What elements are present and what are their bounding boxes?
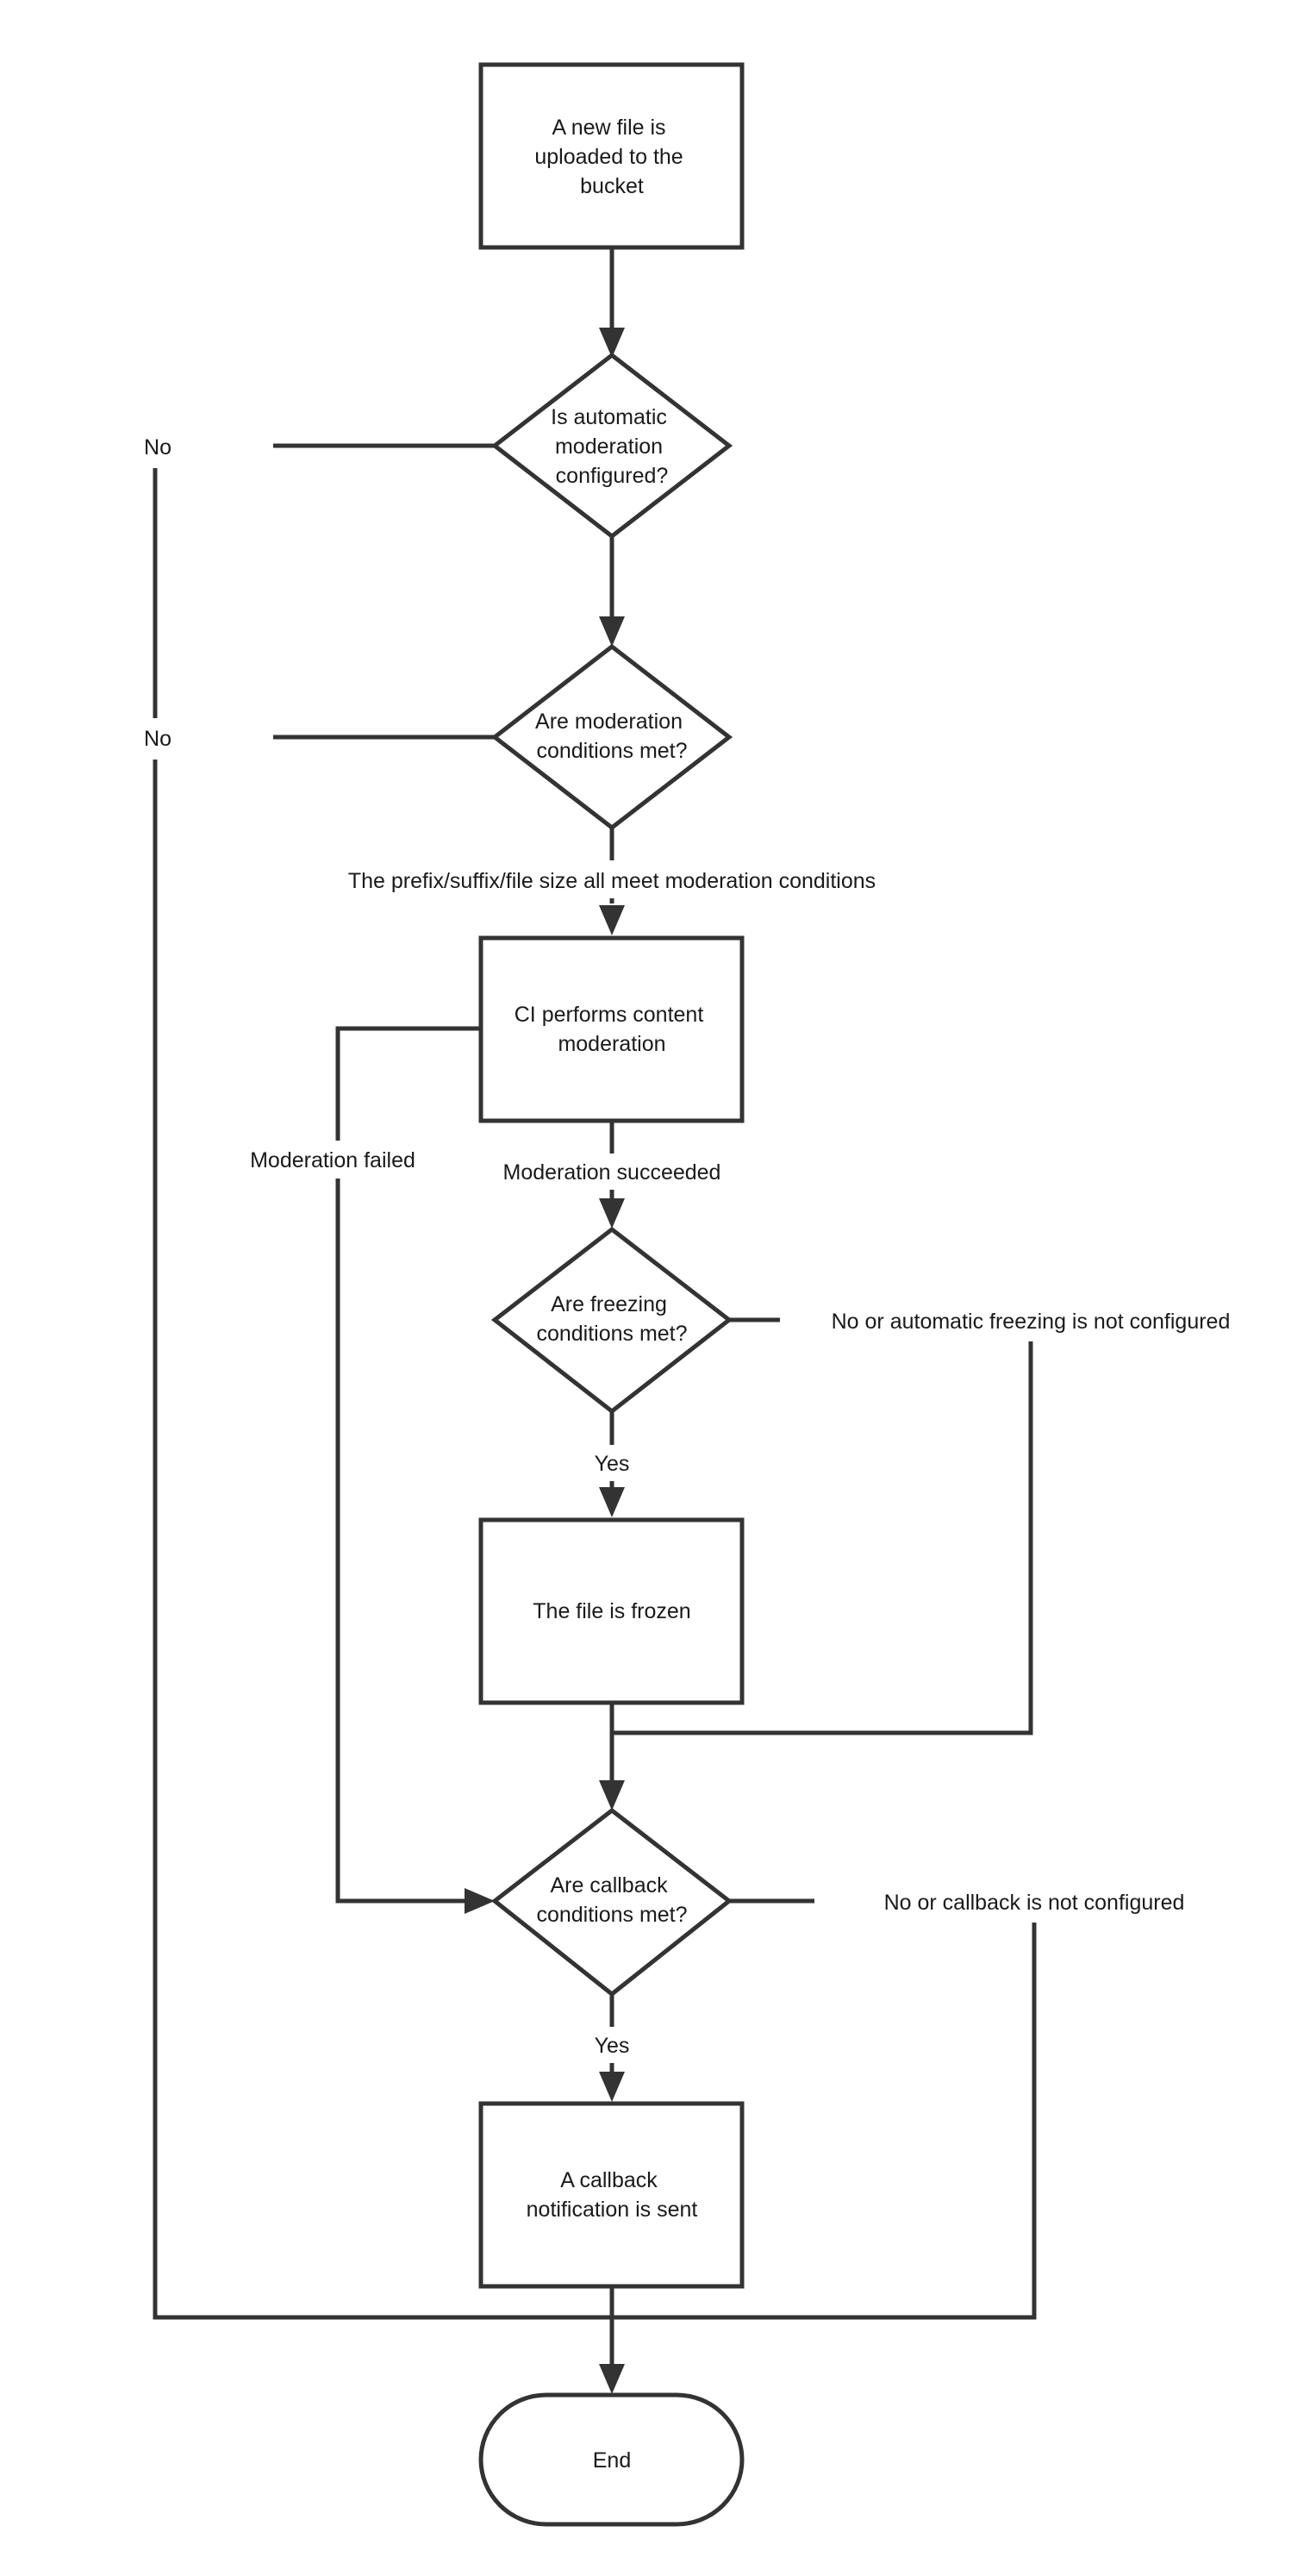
node-ci-moderation: CI performs content moderation xyxy=(478,935,745,1123)
node-label: Is automatic moderation configured? xyxy=(551,405,673,488)
decision-diamond xyxy=(490,643,733,831)
terminator-shape xyxy=(478,2392,745,2527)
arrowhead-ci xyxy=(599,905,625,935)
label-conditions-yes: The prefix/suffix/file size all meet mod… xyxy=(348,869,876,893)
node-label: Are callback conditions met? xyxy=(536,1873,687,1927)
edge-labels: No No The prefix/suffix/file size all me… xyxy=(122,427,1284,2063)
decision-diamond xyxy=(490,1226,733,1415)
label-moderation-succeeded: Moderation succeeded xyxy=(503,1160,721,1185)
node-upload: A new file is uploaded to the bucket xyxy=(478,62,745,250)
label-callback-yes: Yes xyxy=(595,2034,630,2058)
node-conditions-met: Are moderation conditions met? xyxy=(490,643,733,831)
decision-diamond xyxy=(490,1807,733,1998)
node-end: End xyxy=(478,2392,745,2527)
label-callback-no: No or callback is not configured xyxy=(884,1891,1185,1915)
node-callback-sent: A callback notification is sent xyxy=(478,2101,745,2289)
node-label: Are freezing conditions met? xyxy=(536,1292,687,1346)
node-label: The file is frozen xyxy=(533,1599,690,1623)
edge-moderation-failed xyxy=(335,1026,480,1904)
arrowhead-end xyxy=(599,2364,625,2394)
label-freezing-no: No or automatic freezing is not configur… xyxy=(832,1310,1231,1334)
process-box xyxy=(478,935,745,1123)
arrowhead-sent xyxy=(599,2072,625,2102)
node-auto-moderation: Is automatic moderation configured? xyxy=(490,352,733,540)
node-label: End xyxy=(593,2448,631,2473)
arrowhead-callback-top xyxy=(599,1780,625,1810)
process-box xyxy=(478,1517,745,1705)
arrowhead-freezing xyxy=(599,1198,625,1229)
arrowhead-callback-left xyxy=(465,1888,495,1914)
node-label: Are moderation conditions met? xyxy=(535,710,689,763)
label-no-auto-moderation: No xyxy=(144,435,172,460)
label-moderation-failed: Moderation failed xyxy=(250,1148,415,1172)
arrowheads xyxy=(465,328,625,2394)
process-box xyxy=(478,62,745,250)
arrowhead-frozen xyxy=(599,1487,625,1517)
label-no-conditions: No xyxy=(144,727,172,751)
process-box xyxy=(478,2101,745,2289)
node-label: CI performs content moderation xyxy=(515,1003,709,1056)
node-callback-conditions: Are callback conditions met? xyxy=(490,1807,733,1998)
node-label: A new file is uploaded to the bucket xyxy=(534,116,689,198)
node-file-frozen: The file is frozen xyxy=(478,1517,745,1705)
label-freezing-yes: Yes xyxy=(595,1452,630,1476)
arrowhead-auto xyxy=(599,328,625,358)
node-freezing-conditions: Are freezing conditions met? xyxy=(490,1226,733,1415)
node-label: A callback notification is sent xyxy=(527,2168,698,2222)
arrowhead-conditions xyxy=(599,616,625,647)
decision-diamond xyxy=(490,352,733,540)
edge-auto-no-branch xyxy=(153,443,612,2320)
